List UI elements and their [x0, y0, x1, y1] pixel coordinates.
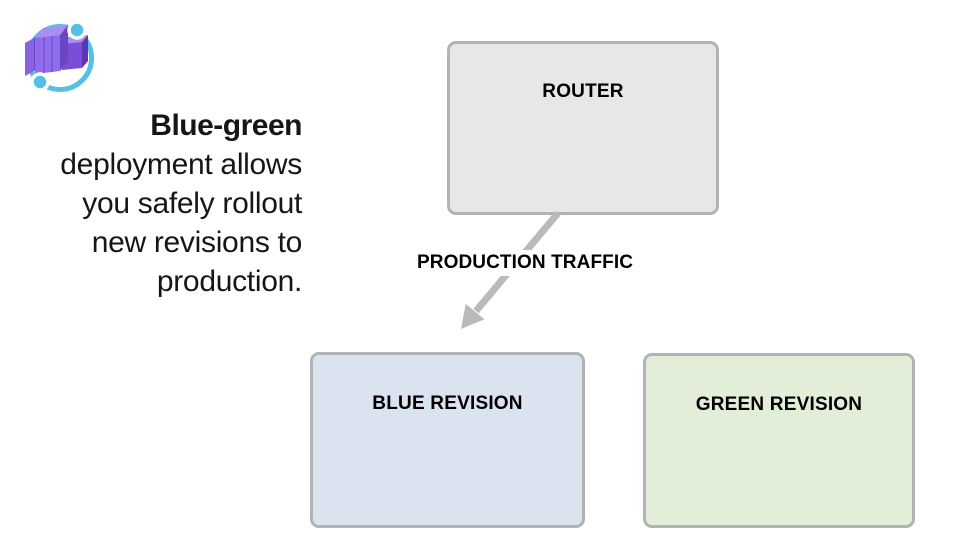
tagline-line: deployment allows	[60, 148, 302, 181]
blue-revision-label: BLUE REVISION	[372, 393, 523, 414]
blue-revision-box: BLUE REVISION	[310, 352, 585, 528]
router-label: ROUTER	[542, 81, 624, 102]
tagline-line: production.	[156, 265, 302, 298]
tagline-line: you safely rollout	[82, 187, 302, 220]
tagline-text: Blue-green deployment allows you safely …	[30, 106, 302, 301]
green-revision-box: GREEN REVISION	[643, 353, 915, 528]
container-apps-icon	[25, 20, 94, 92]
tagline-line-bold: Blue-green	[150, 109, 302, 142]
green-revision-label: GREEN REVISION	[695, 394, 863, 415]
router-box: ROUTER	[447, 41, 719, 215]
tagline-line: new revisions to	[91, 226, 303, 259]
production-traffic-label: PRODUCTION TRAFFIC	[411, 250, 640, 276]
